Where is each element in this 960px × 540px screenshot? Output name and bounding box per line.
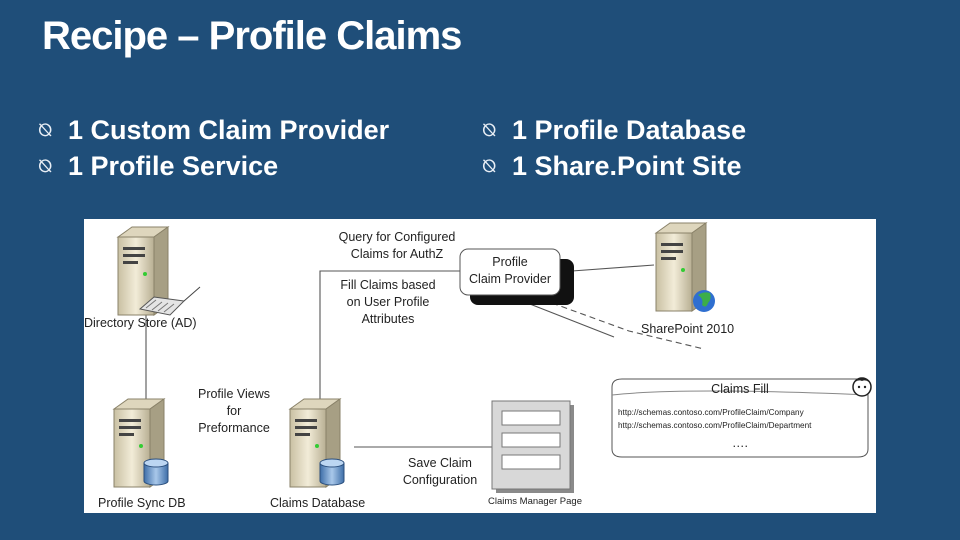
bullet-list-left: ⦰ 1 Custom Claim Provider ⦰ 1 Profile Serv… (38, 112, 389, 184)
claim-provider-box (459, 248, 561, 296)
edge-label-line: Fill Claims based (340, 278, 436, 292)
claims-fill-item: http://schemas.contoso.com/ProfileClaim/… (618, 408, 804, 417)
edge-label-line: Query for Configured (338, 230, 456, 244)
bullet-text: 1 Custom Claim Provider (68, 115, 390, 145)
circle-slash-icon: ⦰ (38, 156, 53, 176)
slide-title: Recipe – Profile Claims (42, 14, 462, 58)
profile-views-edge-label: Profile Views for Preformance (182, 386, 286, 437)
directory-store-label: Directory Store (AD) (84, 316, 197, 330)
circle-slash-icon: ⦰ (38, 120, 53, 140)
circle-slash-icon: ⦰ (482, 120, 497, 140)
claim-provider-label: Profile Claim Provider (462, 254, 558, 288)
bullet-list-right: ⦰ 1 Profile Database ⦰ 1 Share.Point Site (482, 112, 746, 184)
sharepoint-label: SharePoint 2010 (641, 322, 735, 336)
bullet-item: ⦰ 1 Share.Point Site (482, 148, 746, 184)
edge-label-line: Preformance (198, 421, 270, 435)
edge-label-line: Profile Views (197, 387, 271, 401)
bullet-item: ⦰ 1 Custom Claim Provider (38, 112, 389, 148)
claims-manager-page (491, 400, 574, 493)
edge-label-line: Configuration (402, 473, 478, 487)
query-edge-label: Query for Configured Claims for AuthZ (312, 229, 482, 263)
claim-provider-line: Profile (492, 255, 528, 269)
claims-database-label: Claims Database (270, 496, 366, 510)
circle-slash-icon: ⦰ (482, 156, 497, 176)
fill-claims-edge-label: Fill Claims based on User Profile Attrib… (320, 277, 456, 328)
edge-label-line: on User Profile (346, 295, 430, 309)
claims-fill-title: Claims Fill (711, 382, 769, 396)
database-cylinder-icon (319, 458, 345, 486)
bullet-text: 1 Profile Service (68, 151, 279, 181)
profile-sync-db-label: Profile Sync DB (98, 496, 186, 510)
edge-label-line: Claims for AuthZ (350, 247, 444, 261)
claims-manager-page-label: Claims Manager Page (488, 496, 582, 507)
user-icon (852, 377, 872, 397)
bullet-text: 1 Profile Database (512, 115, 747, 145)
bullet-item: ⦰ 1 Profile Service (38, 148, 389, 184)
bullet-text: 1 Share.Point Site (512, 151, 742, 181)
edge-label-line: Attributes (361, 312, 415, 326)
claims-fill-item: http://schemas.contoso.com/ProfileClaim/… (618, 421, 812, 430)
architecture-diagram: Directory Store (AD) SharePoint 2010 Pro… (84, 219, 876, 513)
database-cylinder-icon (143, 458, 169, 486)
keyboard-icon (138, 286, 201, 316)
claim-provider-line: Claim Provider (469, 272, 551, 286)
save-claim-edge-label: Save Claim Configuration (390, 455, 490, 489)
edge-label-line: for (226, 404, 242, 418)
globe-icon (693, 290, 715, 312)
edge-label-line: Save Claim (408, 456, 472, 470)
bullet-item: ⦰ 1 Profile Database (482, 112, 746, 148)
diagram-canvas (113, 222, 872, 493)
claims-fill-ellipsis: …. (732, 436, 748, 450)
